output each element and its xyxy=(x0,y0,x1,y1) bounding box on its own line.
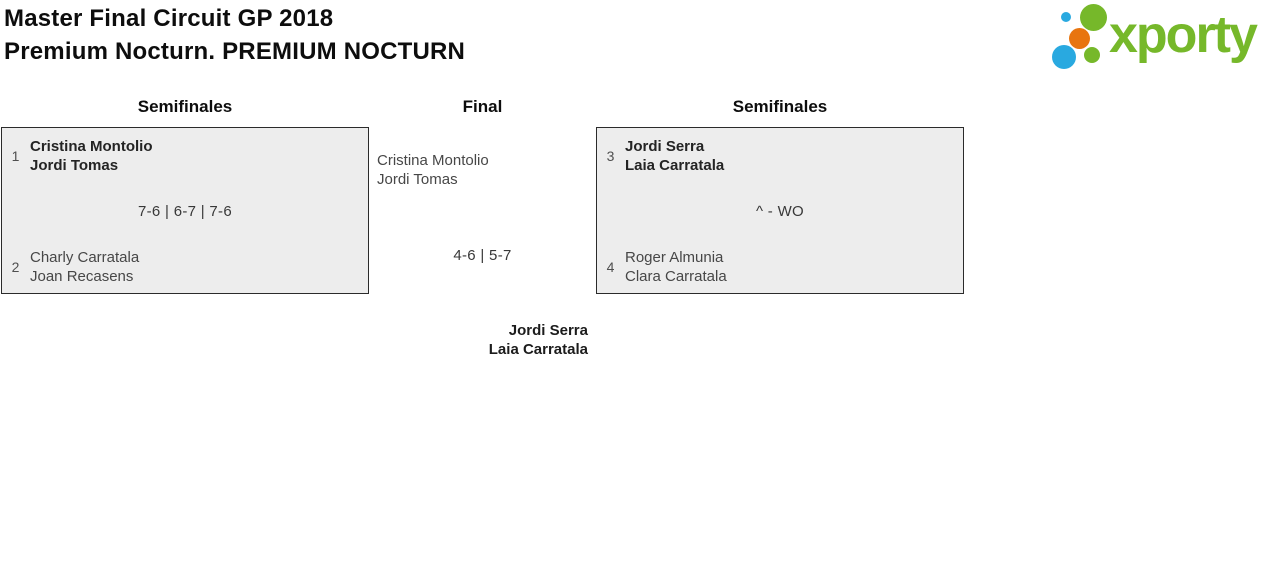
final-team-1: Cristina Montolio Jordi Tomas xyxy=(377,151,489,189)
logo-dot-blue-small xyxy=(1061,12,1071,22)
player-name: Laia Carratala xyxy=(625,157,725,174)
match-score: ^ - WO xyxy=(756,203,804,220)
page-title: Master Final Circuit GP 2018 Premium Noc… xyxy=(4,2,465,68)
final-score: 4-6 | 5-7 xyxy=(453,247,512,264)
player-name: Laia Carratala xyxy=(488,341,588,358)
team-row: 1 Cristina Montolio Jordi Tomas xyxy=(8,137,362,175)
player-name: Charly Carratala xyxy=(30,249,140,266)
player-name: Roger Almunia xyxy=(625,249,724,266)
team-players: Cristina Montolio Jordi Tomas xyxy=(30,137,153,175)
player-name: Joan Recasens xyxy=(30,268,134,285)
tournament-name: Master Final Circuit GP 2018 xyxy=(4,5,334,32)
logo-dot-orange xyxy=(1069,28,1090,49)
logo-dot-blue-large xyxy=(1052,45,1076,69)
category-name: Premium Nocturn. PREMIUM NOCTURN xyxy=(4,38,466,65)
team-seed: 4 xyxy=(606,259,615,275)
player-name: Cristina Montolio xyxy=(30,138,153,155)
logo-dot-green-large xyxy=(1080,4,1107,31)
player-name: Jordi Serra xyxy=(625,138,705,155)
match-score: 7-6 | 6-7 | 7-6 xyxy=(137,203,232,220)
team-row: 4 Roger Almunia Clara Carratala xyxy=(603,248,957,286)
player-name: Jordi Tomas xyxy=(377,171,458,188)
team-players: Roger Almunia Clara Carratala xyxy=(625,248,727,286)
player-name: Clara Carratala xyxy=(625,268,727,285)
match-semifinal-left: 1 Cristina Montolio Jordi Tomas 7-6 | 6-… xyxy=(1,127,369,294)
team-seed: 3 xyxy=(606,148,615,164)
match-semifinal-right: 3 Jordi Serra Laia Carratala ^ - WO 4 Ro… xyxy=(596,127,964,294)
logo-dot-green-small xyxy=(1084,47,1100,63)
player-name: Jordi Tomas xyxy=(30,157,119,174)
team-players: Charly Carratala Joan Recasens xyxy=(30,248,139,286)
team-row: 2 Charly Carratala Joan Recasens xyxy=(8,248,362,286)
player-name: Jordi Serra xyxy=(508,322,588,339)
xporty-logo[interactable]: xporty xyxy=(1048,3,1278,69)
team-row: 3 Jordi Serra Laia Carratala xyxy=(603,137,957,175)
final-champion-team: Jordi Serra Laia Carratala xyxy=(369,321,588,359)
round-header-final: Final xyxy=(462,97,503,116)
player-name: Cristina Montolio xyxy=(377,152,489,169)
team-seed: 2 xyxy=(11,259,20,275)
logo-wordmark: xporty xyxy=(1109,6,1258,64)
team-players: Jordi Serra Laia Carratala xyxy=(625,137,724,175)
team-seed: 1 xyxy=(11,148,20,164)
round-header-semifinals-right: Semifinales xyxy=(732,97,828,116)
round-header-semifinals-left: Semifinales xyxy=(137,97,233,116)
